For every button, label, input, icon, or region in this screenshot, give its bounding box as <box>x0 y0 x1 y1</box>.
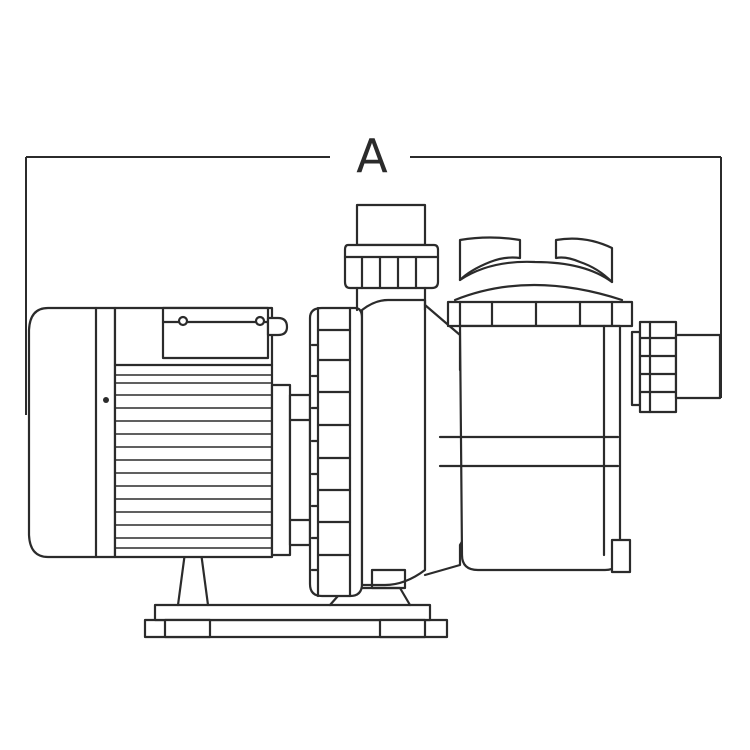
clamp-ring <box>308 306 364 598</box>
motor-flange <box>270 383 312 557</box>
base-plate <box>143 543 449 639</box>
motor-body <box>113 306 274 559</box>
terminal-box <box>161 306 289 360</box>
motor-fan-cover <box>27 306 117 559</box>
discharge-outlet <box>343 203 440 312</box>
strainer-housing <box>438 236 634 574</box>
dimension-label: A <box>340 128 404 184</box>
suction-inlet <box>630 320 722 414</box>
